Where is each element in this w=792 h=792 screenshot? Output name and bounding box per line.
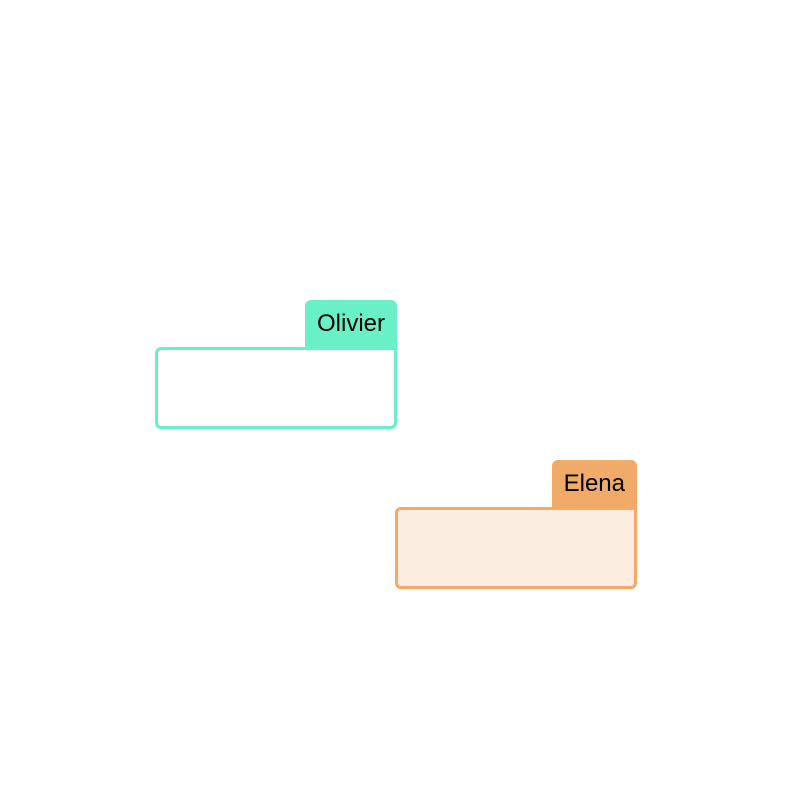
selection-box[interactable] (155, 347, 397, 429)
selection-box[interactable] (395, 507, 637, 589)
collaborator-selection-olivier: Olivier (155, 300, 397, 429)
collaborator-name-tag: Olivier (304, 300, 397, 348)
collaborator-name-tag: Elena (551, 460, 637, 508)
collaborator-selection-elena: Elena (395, 460, 637, 589)
